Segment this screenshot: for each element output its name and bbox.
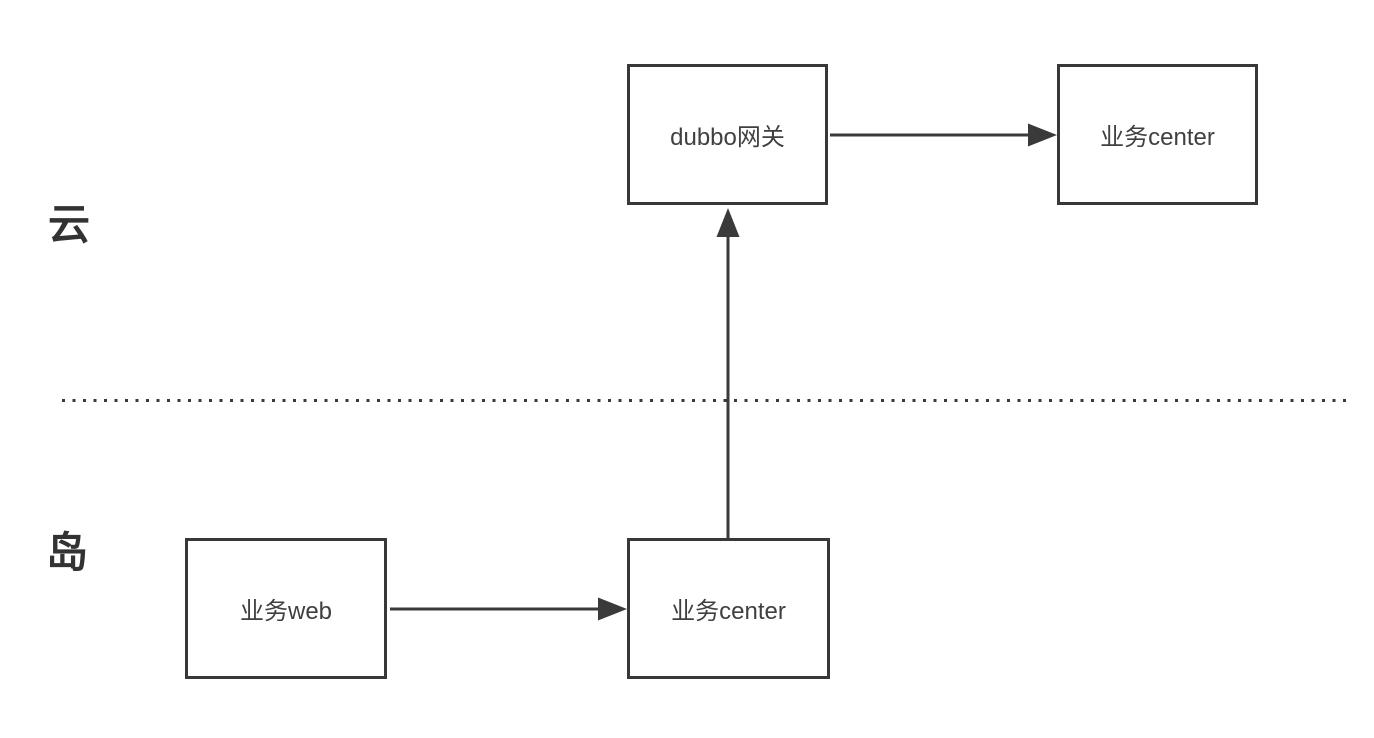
arrow-gateway-to-bizcenter bbox=[830, 123, 1057, 147]
node-biz-web-label: 业务web bbox=[239, 598, 333, 625]
node-dubbo-gateway-label: dubbo网关 bbox=[670, 124, 785, 151]
region-label-island: 岛 bbox=[46, 529, 89, 576]
arrow-bizcenter-to-gateway bbox=[716, 208, 740, 538]
node-biz-web: 业务web bbox=[185, 538, 387, 679]
arrow-bizweb-to-bizcenter bbox=[390, 597, 627, 621]
node-biz-center-island-label: 业务center bbox=[671, 598, 786, 625]
region-label-cloud: 云 bbox=[48, 201, 91, 248]
node-biz-center-cloud: 业务center bbox=[1057, 64, 1258, 205]
node-biz-center-island: 业务center bbox=[627, 538, 830, 679]
region-divider-dotted-line bbox=[62, 399, 1348, 402]
node-biz-center-cloud-label: 业务center bbox=[1100, 124, 1215, 151]
node-dubbo-gateway: dubbo网关 bbox=[627, 64, 828, 205]
